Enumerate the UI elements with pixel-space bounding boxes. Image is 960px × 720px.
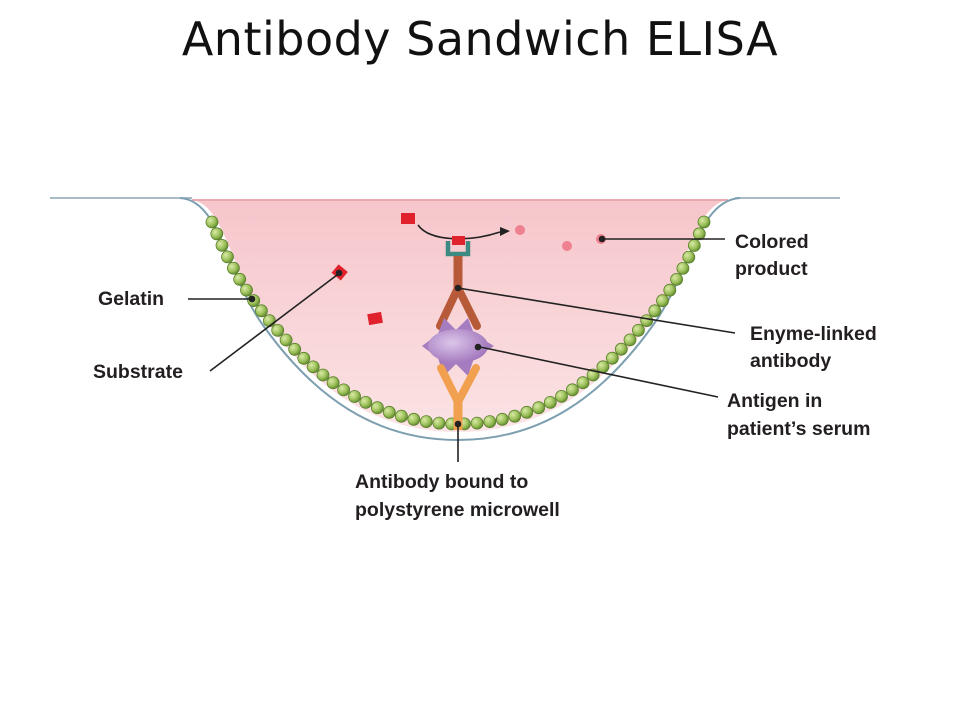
gelatin-bead-icon	[359, 395, 373, 409]
gelatin-bead-icon	[596, 360, 610, 374]
gelatin-bead-icon	[687, 239, 701, 252]
gelatin-bead-icon	[205, 215, 219, 229]
label-gelatin: Gelatin	[98, 288, 164, 310]
gelatin-bead-icon	[306, 360, 320, 374]
gelatin-bead-icon	[692, 227, 706, 241]
gelatin-bead-icon	[370, 401, 384, 415]
gelatin-bead-icon	[271, 323, 285, 337]
gelatin-bead-icon	[221, 250, 234, 264]
gelatin-bead-icon	[233, 272, 247, 286]
label-enzyme-antibody-line2: antibody	[750, 350, 831, 372]
gelatin-bead-icon	[470, 416, 484, 430]
gelatin-bead-icon	[419, 415, 433, 429]
gelatin-bead-icon	[226, 261, 240, 275]
antigen-icon	[422, 318, 494, 376]
gelatin-bead-icon	[670, 272, 683, 286]
gelatin-bead-icon	[326, 376, 340, 390]
gelatin-bead-icon	[663, 283, 677, 297]
gelatin-bead-icon	[682, 250, 696, 264]
page-title: Antibody Sandwich ELISA	[181, 12, 779, 66]
gelatin-bead-icon	[605, 351, 619, 365]
gelatin-bead-icon	[508, 409, 522, 423]
gelatin-bead-icon	[623, 333, 637, 347]
gelatin-bead-icon	[262, 314, 276, 328]
gelatin-bead-icon	[279, 333, 293, 347]
label-capture-antibody-line1: Antibody bound to	[355, 471, 528, 493]
label-antigen-line2: patient’s serum	[727, 418, 870, 440]
gelatin-bead-icon	[240, 283, 253, 297]
gelatin-bead-icon	[656, 294, 669, 308]
gelatin-bead-icon	[382, 405, 396, 419]
gelatin-bead-icon	[407, 412, 421, 426]
gelatin-bead-icon	[394, 409, 408, 423]
leader-lines	[188, 235, 736, 462]
gelatin-bead-icon	[348, 390, 362, 403]
label-colored-product-line2: product	[735, 258, 808, 280]
gelatin-bead-icon	[520, 405, 534, 419]
gelatin-bead-icon	[640, 314, 654, 328]
gelatin-bead-icon	[532, 401, 546, 415]
label-colored-product-line1: Colored	[735, 231, 809, 253]
gelatin-bead-icon	[210, 227, 224, 241]
gelatin-bead-icon	[483, 415, 497, 429]
gelatin-bead-icon	[676, 261, 690, 275]
label-enzyme-antibody-line1: Enyme-linked	[750, 323, 877, 345]
gelatin-bead-icon	[288, 342, 302, 356]
gelatin-bead-icon	[576, 376, 590, 390]
gelatin-bead-icon	[495, 412, 509, 426]
gelatin-bead-icon	[632, 323, 645, 337]
enzyme-icon	[445, 236, 471, 257]
gelatin-bead-icon	[215, 238, 229, 252]
gelatin-bead-icon	[555, 389, 568, 403]
gelatin-bead-icon	[543, 395, 557, 409]
gelatin-bead-icon	[254, 304, 268, 318]
gelatin-bead-icon	[432, 416, 446, 430]
label-capture-antibody-line2: polystyrene microwell	[355, 499, 560, 521]
label-substrate: Substrate	[93, 361, 183, 383]
gelatin-bead-icon	[297, 351, 311, 365]
gelatin-bead-icon	[337, 383, 351, 397]
enzyme-linked-antibody-icon	[436, 256, 481, 330]
gelatin-bead-icon	[697, 215, 711, 229]
label-antigen-line1: Antigen in	[727, 390, 822, 412]
gelatin-bead-icon	[648, 304, 662, 318]
gelatin-bead-layer	[205, 215, 711, 431]
gelatin-bead-icon	[316, 368, 330, 382]
gelatin-bead-icon	[614, 342, 628, 356]
gelatin-bead-icon	[566, 383, 579, 397]
